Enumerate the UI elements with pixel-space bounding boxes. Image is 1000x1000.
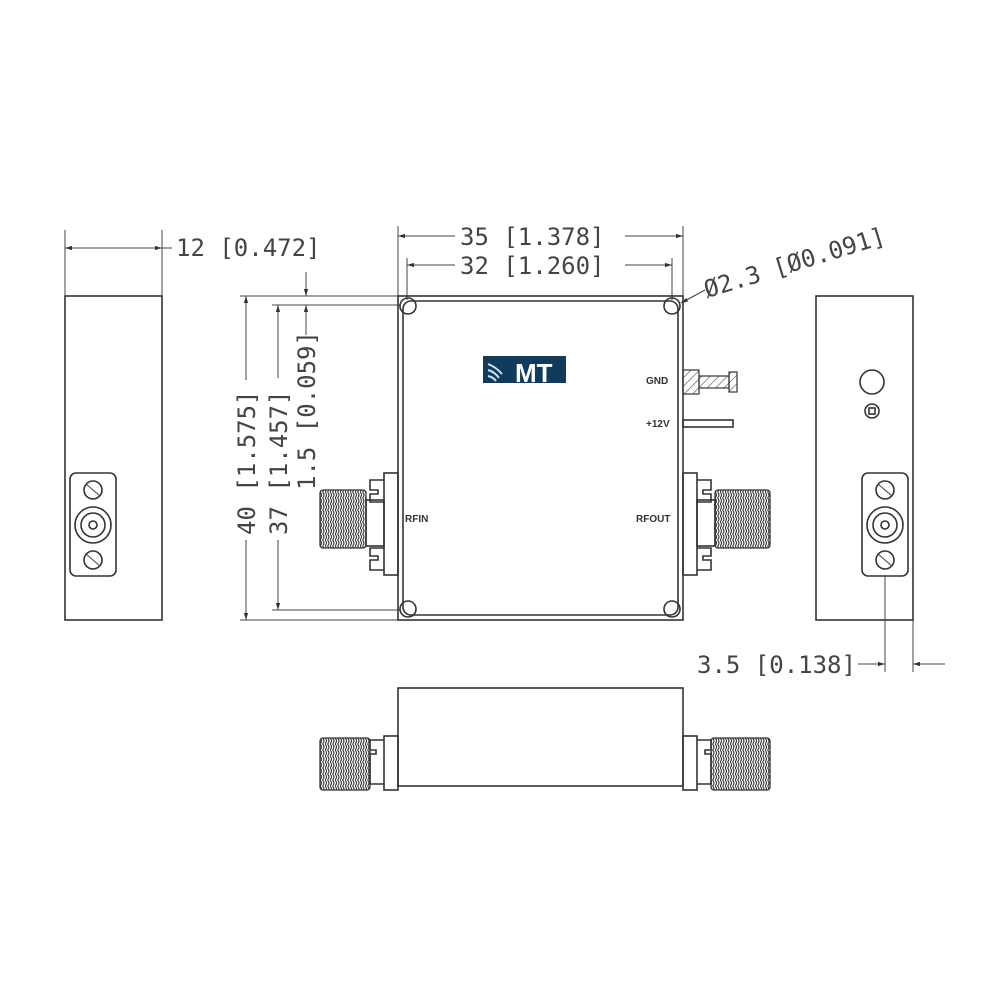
dimension-height-total: 40 [1.575] (233, 391, 261, 536)
rf-in-connector (319, 472, 399, 576)
dimension-connector-offset: 3.5 [0.138] (697, 651, 856, 679)
dimension-width-side: 12 [0.472] (176, 234, 321, 262)
vertical-dimensions: 40 [1.575] 37 [1.457] 1.5 [0.059] (232, 272, 400, 621)
top-view-body: MT GND +12V RFIN RFOUT (319, 295, 771, 621)
bottom-view (319, 687, 771, 791)
svg-text:MT: MT (515, 358, 553, 388)
left-side-view: 12 [0.472] (64, 230, 321, 621)
dimension-hole-spacing-x: 32 [1.260] (460, 252, 605, 280)
label-rf-out: RFOUT (636, 514, 670, 525)
dimension-hole-diameter: Ø2.3 [Ø0.091] (701, 222, 889, 304)
rf-out-connector (682, 472, 771, 576)
gnd-terminal-end (859, 369, 885, 395)
label-gnd: GND (646, 376, 668, 387)
label-vcc: +12V (646, 419, 670, 430)
top-dimensions: 35 [1.378] 32 [1.260] Ø2.3 [Ø0.091] (397, 222, 889, 304)
dimension-length-total: 35 [1.378] (460, 223, 605, 251)
mounting-holes (399, 297, 681, 618)
dimension-hole-spacing-y: 37 [1.457] (265, 391, 293, 536)
vcc-pin (682, 419, 734, 428)
right-side-view: 3.5 [0.138] (697, 295, 945, 679)
company-logo: MT (483, 356, 566, 388)
label-rf-in: RFIN (405, 514, 428, 525)
dimension-hole-offset: 1.5 [0.059] (293, 331, 321, 490)
gnd-terminal (682, 369, 738, 395)
